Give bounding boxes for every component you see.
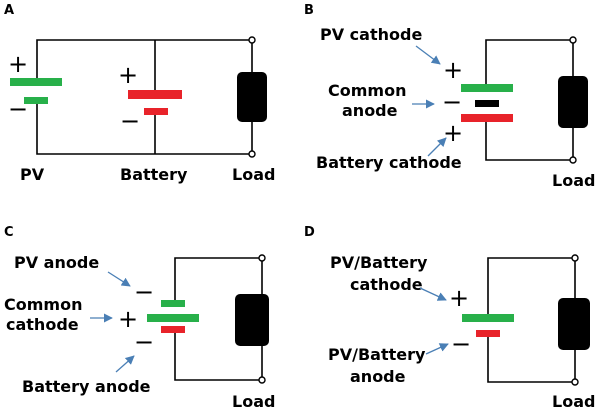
panel-d-cathode-plate [462, 314, 514, 322]
panel-c-battery-anode-label: Battery anode [22, 377, 151, 396]
panel-d-cathode-label-1: PV/Battery [330, 253, 428, 272]
panel-c: C − + − PV anode Common cathode Battery … [4, 225, 275, 411]
panel-a-pv-negative-plate [24, 97, 48, 104]
panel-c-bottom-wire [174, 330, 262, 381]
panel-d-minus-sign: − [451, 330, 471, 358]
panel-a-load-terminal-top [248, 36, 256, 44]
panel-c-pv-anode-label: PV anode [14, 253, 99, 272]
panel-c-plus-mid: + [118, 305, 138, 333]
panel-c-common-cathode-label-2: cathode [6, 315, 79, 334]
panel-b-common-anode-label-1: Common [328, 81, 406, 100]
panel-a-pv-label: PV [20, 165, 45, 184]
panel-b-plus-top: + [443, 56, 463, 84]
panel-a-battery-negative-plate [144, 108, 168, 115]
panel-c-minus-bottom: − [134, 328, 154, 356]
panel-c-load [235, 294, 269, 346]
panel-a-bottom-wire [36, 102, 252, 155]
panel-d-letter: D [304, 225, 315, 240]
panel-b-pv-cathode-plate [461, 84, 513, 92]
panel-b-battery-cathode-label: Battery cathode [316, 153, 462, 172]
panel-b-load-terminal-top [569, 36, 577, 44]
panel-c-letter: C [4, 225, 14, 240]
panel-d-arrow-cathode [419, 287, 447, 301]
panel-a-battery-plus-sign: + [118, 61, 138, 89]
panel-a-battery-minus-sign: − [120, 107, 140, 135]
panel-b-bottom-wire [485, 116, 573, 161]
panel-a-top-wire [36, 39, 252, 80]
panel-c-load-terminal-bottom [258, 376, 266, 384]
panel-b-common-anode-plate [475, 100, 499, 107]
panel-b-battery-cathode-plate [461, 114, 513, 122]
panel-b-top-wire [485, 39, 573, 86]
panel-a-load [237, 72, 267, 122]
panel-b-arrow-battery-cathode [427, 137, 447, 157]
panel-a-pv-positive-plate [10, 78, 62, 86]
panel-c-common-cathode-label-1: Common [4, 295, 82, 314]
panel-c-load-terminal-top [258, 254, 266, 262]
panel-c-load-label: Load [232, 392, 275, 411]
panel-b-common-anode-label-2: anode [342, 101, 398, 120]
panel-b-arrow-pv-cathode [415, 45, 441, 65]
panel-d-cathode-label-2: cathode [350, 275, 423, 294]
panel-b-minus-mid: − [442, 88, 462, 116]
panel-d-plus-sign: + [449, 284, 469, 312]
panel-d-top-wire [487, 257, 575, 314]
panel-a-battery-positive-plate [128, 90, 182, 99]
panel-a-load-label: Load [232, 165, 275, 184]
panel-b-pv-cathode-label: PV cathode [320, 25, 422, 44]
panel-c-arrow-pv-anode [107, 271, 131, 287]
panel-d-arrow-anode [425, 343, 449, 355]
panel-d-anode-plate [476, 330, 500, 337]
panel-d-load-terminal-top [571, 254, 579, 262]
panel-a: A + − + − PV Battery Load [4, 3, 275, 184]
panel-c-pv-anode-plate [161, 300, 185, 307]
panel-b-load [558, 76, 588, 128]
panel-c-battery-anode-plate [161, 326, 185, 333]
panel-d-load-label: Load [552, 392, 595, 411]
panel-b: B + − + PV cathode Common anode Battery … [304, 3, 595, 190]
panel-d-anode-label-1: PV/Battery [328, 345, 426, 364]
panel-c-arrow-battery-anode [115, 355, 135, 373]
panel-a-letter: A [4, 3, 14, 18]
panel-b-load-terminal-bottom [569, 156, 577, 164]
panel-d-load-terminal-bottom [571, 378, 579, 386]
panel-d-bottom-wire [487, 336, 575, 383]
panel-a-battery-label: Battery [120, 165, 188, 184]
panel-b-plus-bottom: + [443, 119, 463, 147]
panel-a-load-terminal-bottom [248, 150, 256, 158]
panel-b-load-label: Load [552, 171, 595, 190]
panel-b-letter: B [304, 3, 314, 18]
panel-c-minus-top: − [134, 278, 154, 306]
panel-a-pv-plus-sign: + [8, 50, 28, 78]
panel-d-anode-label-2: anode [350, 367, 406, 386]
panel-c-top-wire [174, 257, 262, 300]
panel-c-common-cathode-plate [147, 314, 199, 322]
panel-d-load [558, 298, 590, 350]
panel-a-pv-minus-sign: − [8, 95, 28, 123]
panel-d: D + − PV/Battery cathode PV/Battery anod… [304, 225, 595, 411]
